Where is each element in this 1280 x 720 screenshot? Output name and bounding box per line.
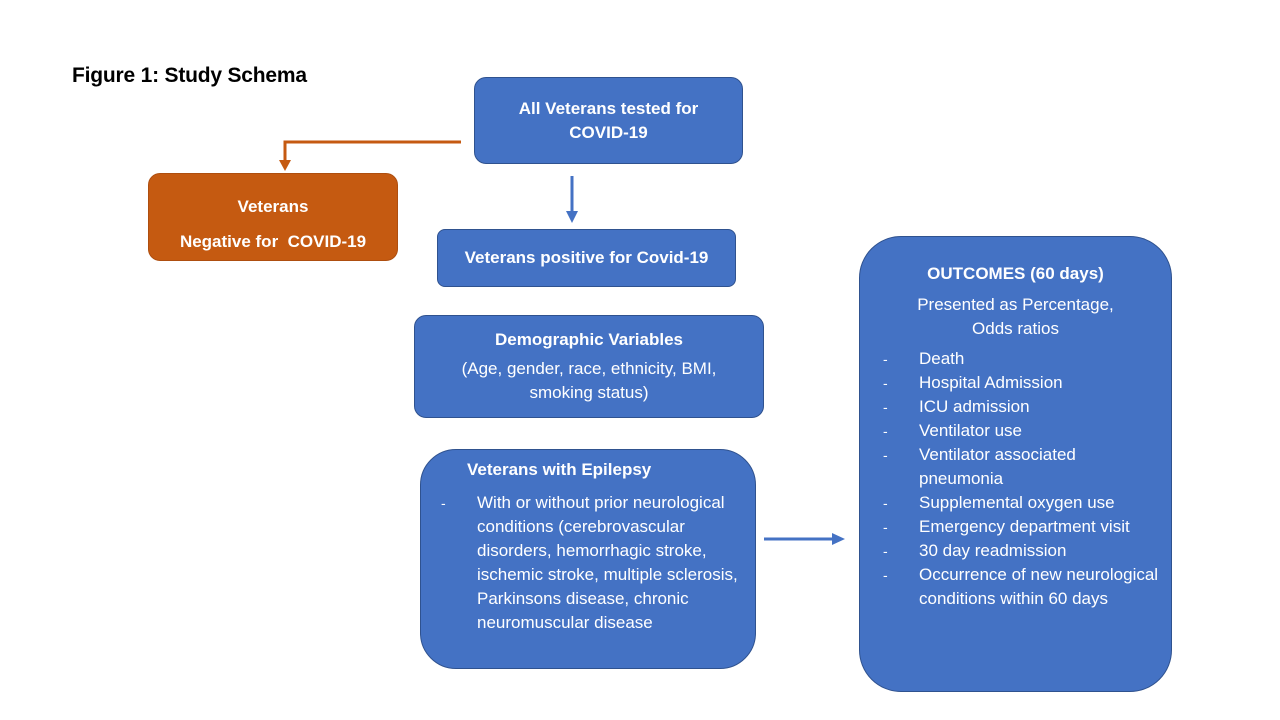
node-text-line: Veterans (237, 197, 309, 216)
dash-bullet-icon: - (883, 351, 888, 367)
node-demographic-variables: Demographic Variables (Age, gender, race… (414, 315, 764, 418)
outcomes-list: - Death - Hospital Admission - ICU admissio… (860, 347, 1171, 611)
node-text-line: Negative for COVID-19 (179, 232, 367, 251)
list-item: - Ventilator associated pneumonia (883, 443, 1163, 491)
list-item: - ICU admission (883, 395, 1163, 419)
node-outcomes: OUTCOMES (60 days) Presented as Percenta… (859, 236, 1172, 692)
list-item: - 30 day readmission (883, 539, 1163, 563)
list-item-text: 30 day readmission (919, 541, 1067, 560)
list-item-text: Hospital Admission (919, 373, 1063, 392)
dash-bullet-icon: - (441, 495, 446, 511)
arrow-all-to-negative (279, 140, 461, 171)
list-item: - With or without prior neurological con… (441, 491, 745, 635)
arrow-all-to-positive (566, 176, 578, 223)
node-subtext: Presented as Percentage, Odds ratios (860, 293, 1171, 341)
dash-bullet-icon: - (883, 423, 888, 439)
node-text-line: (Age, gender, race, ethnicity, BMI, (461, 359, 717, 378)
node-text-line: COVID-19 (569, 123, 648, 142)
list-item: - Emergency department visit (883, 515, 1163, 539)
list-item: - Supplemental oxygen use (883, 491, 1163, 515)
dash-bullet-icon: - (883, 495, 888, 511)
arrow-epilepsy-to-outcomes (764, 533, 845, 545)
dash-bullet-icon: - (883, 375, 888, 391)
node-heading: Veterans with Epilepsy (467, 460, 652, 479)
list-item-text: Ventilator associated pneumonia (919, 445, 1076, 488)
list-item-text: Emergency department visit (919, 517, 1130, 536)
node-text-line: Presented as Percentage, (917, 295, 1114, 314)
list-item-text: Death (919, 349, 965, 368)
dash-bullet-icon: - (883, 519, 888, 535)
dash-bullet-icon: - (883, 543, 888, 559)
dash-bullet-icon: - (883, 399, 888, 415)
list-item: - Hospital Admission (883, 371, 1163, 395)
node-all-veterans-tested: All Veterans tested for COVID-19 (474, 77, 743, 164)
list-item-text: ICU admission (919, 397, 1030, 416)
list-item-text: Occurrence of new neurological condition… (919, 565, 1159, 608)
node-text-line: smoking status) (529, 383, 649, 402)
node-text-line: All Veterans tested for (518, 99, 699, 118)
list-item-text: With or without prior neurological condi… (477, 493, 738, 632)
dash-bullet-icon: - (883, 567, 888, 583)
figure-title: Figure 1: Study Schema (72, 64, 307, 87)
list-item-text: Ventilator use (919, 421, 1023, 440)
node-heading: OUTCOMES (60 days) (927, 264, 1104, 283)
node-subtext: (Age, gender, race, ethnicity, BMI, smok… (415, 357, 763, 405)
list-item: - Occurrence of new neurological conditio… (883, 563, 1163, 611)
node-heading: Demographic Variables (494, 330, 684, 349)
node-veterans-positive: Veterans positive for Covid-19 (437, 229, 736, 287)
list-item: - Ventilator use (883, 419, 1163, 443)
node-veterans-negative: Veterans Negative for COVID-19 (148, 173, 398, 261)
dash-bullet-icon: - (883, 447, 888, 463)
epilepsy-criteria-list: - With or without prior neurological con… (421, 491, 755, 635)
node-text-line: Odds ratios (972, 319, 1059, 338)
list-item: - Death (883, 347, 1163, 371)
list-item-text: Supplemental oxygen use (919, 493, 1115, 512)
node-label: Veterans positive for Covid-19 (464, 248, 709, 267)
node-veterans-with-epilepsy: Veterans with Epilepsy - With or without… (420, 449, 756, 669)
